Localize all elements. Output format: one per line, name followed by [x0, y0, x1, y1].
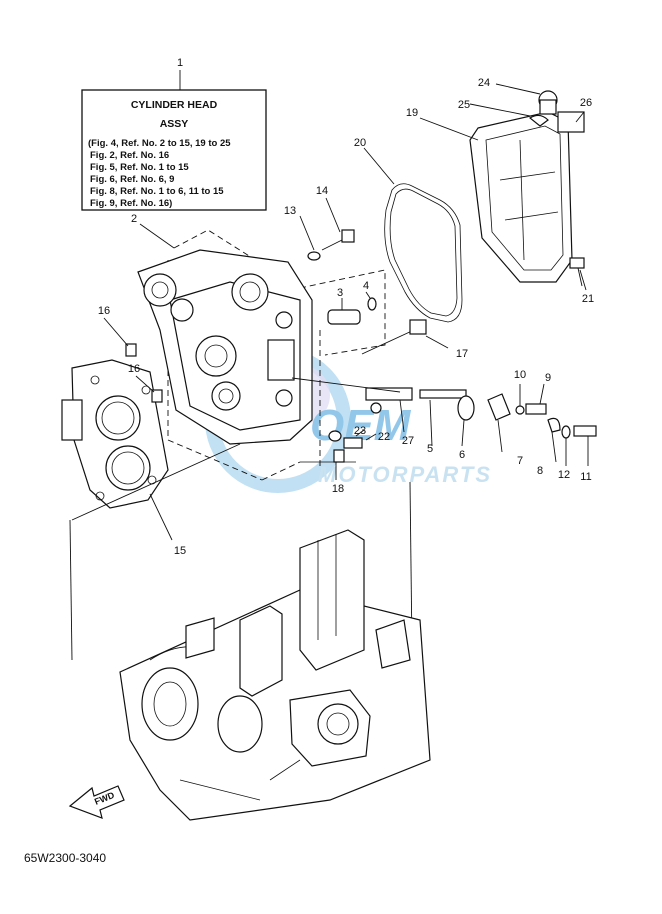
- callout-19: 19: [406, 107, 418, 119]
- callout-26: 26: [580, 97, 592, 109]
- head-gasket: [61, 359, 169, 509]
- callout-23: 23: [354, 425, 366, 437]
- callout-4: 4: [363, 280, 369, 292]
- head-cover-gasket: [384, 183, 463, 323]
- callout-15: 15: [174, 545, 186, 557]
- callout-12: 12: [558, 469, 570, 481]
- callout-22: 22: [378, 431, 390, 443]
- callout-16-lower: 16: [128, 363, 140, 375]
- engine-block: [119, 529, 431, 821]
- info-box-title: CYLINDER HEAD: [131, 99, 218, 111]
- dowel-pin-upper: [125, 343, 137, 357]
- callout-6: 6: [459, 449, 465, 461]
- small-parts: [300, 229, 597, 463]
- info-line-5: Fig. 8, Ref. No. 1 to 6, 11 to 15: [90, 186, 224, 197]
- dowel-pin-lower: [151, 389, 163, 403]
- callout-3: 3: [337, 287, 343, 299]
- callout-11: 11: [580, 471, 591, 483]
- callout-2: 2: [131, 213, 137, 225]
- cylinder-head: [137, 249, 313, 445]
- callout-7: 7: [517, 455, 523, 467]
- callout-18: 18: [332, 483, 344, 495]
- callout-1: 1: [177, 57, 183, 69]
- info-line-4: Fig. 6, Ref. No. 6, 9: [90, 174, 174, 185]
- cylinder-head-cover: [469, 90, 585, 283]
- callouts: 2 3 4 5 6 7 8 9 10 11 12 13 14 15 16 16 …: [98, 77, 594, 557]
- callout-10: 10: [514, 369, 526, 381]
- callout-13: 13: [284, 205, 296, 217]
- callout-20: 20: [354, 137, 366, 149]
- watermark-sub: MOTORPARTS: [318, 462, 492, 487]
- info-box-subtitle: ASSY: [160, 118, 189, 130]
- info-line-3: Fig. 5, Ref. No. 1 to 15: [90, 162, 189, 173]
- diagram-code: 65W2300-3040: [24, 851, 106, 865]
- leader-lines: [103, 83, 589, 541]
- info-box: 1 CYLINDER HEAD ASSY (Fig. 4, Ref. No. 2…: [81, 57, 267, 211]
- callout-5: 5: [427, 443, 433, 455]
- callout-16-upper: 16: [98, 305, 110, 317]
- callout-9: 9: [545, 372, 551, 384]
- info-line-1: (Fig. 4, Ref. No. 2 to 15, 19 to 25: [88, 138, 231, 149]
- callout-8: 8: [537, 465, 543, 477]
- callout-21: 21: [582, 293, 594, 305]
- callout-27: 27: [402, 435, 414, 447]
- callout-24: 24: [478, 77, 490, 89]
- info-line-6: Fig. 9, Ref. No. 16): [90, 198, 172, 209]
- fwd-arrow-icon: FWD: [68, 785, 125, 819]
- callout-17: 17: [456, 348, 468, 360]
- callout-14: 14: [316, 185, 328, 197]
- callout-25: 25: [458, 99, 470, 111]
- info-line-2: Fig. 2, Ref. No. 16: [90, 150, 169, 161]
